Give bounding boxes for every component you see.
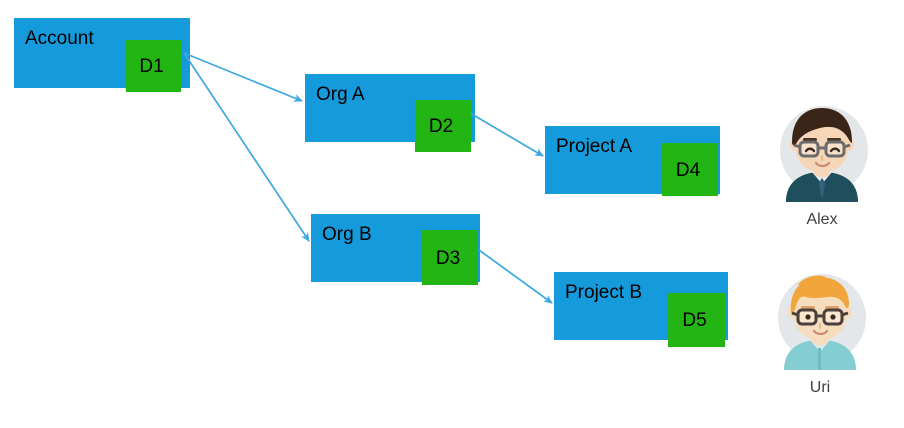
node-account[interactable]: D1 Account <box>14 18 190 92</box>
node-org-b-label: Org B <box>322 224 372 245</box>
avatar-alex <box>770 98 874 202</box>
edge-account-to-org-b <box>183 52 310 242</box>
edge-org-a-to-project-a <box>469 112 544 157</box>
person-uri[interactable]: Uri <box>760 266 880 397</box>
data-tag-d5-label: D5 <box>682 310 707 331</box>
edge-account-to-org-a <box>183 52 303 102</box>
person-alex-name: Alex <box>806 211 838 228</box>
data-tag-d2-label: D2 <box>428 116 454 137</box>
data-tag-d4-label: D4 <box>675 159 701 181</box>
node-project-b[interactable]: D5 Project B <box>554 272 728 347</box>
node-project-a[interactable]: D4 Project A <box>545 126 720 196</box>
edge-org-b-to-project-b <box>478 249 553 304</box>
data-tag-d1[interactable]: D1 <box>126 40 181 92</box>
data-tag-d3[interactable]: D3 <box>422 230 478 285</box>
node-account-label: Account <box>25 28 94 49</box>
data-tag-d5[interactable]: D5 <box>668 293 725 347</box>
node-project-b-label: Project B <box>565 282 643 303</box>
data-tag-d1-label: D1 <box>139 56 164 77</box>
person-alex[interactable]: Alex <box>762 98 882 229</box>
node-org-a-label: Org A <box>316 84 365 105</box>
node-org-b[interactable]: D3 Org B <box>311 214 480 285</box>
data-tag-d2[interactable]: D2 <box>415 100 471 152</box>
data-tag-d4[interactable]: D4 <box>662 143 718 196</box>
person-uri-name: Uri <box>809 379 831 396</box>
avatar-uri <box>768 266 872 370</box>
data-tag-d3-label: D3 <box>435 247 461 269</box>
node-project-a-label: Project A <box>556 136 633 157</box>
node-org-a[interactable]: D2 Org A <box>305 74 475 152</box>
